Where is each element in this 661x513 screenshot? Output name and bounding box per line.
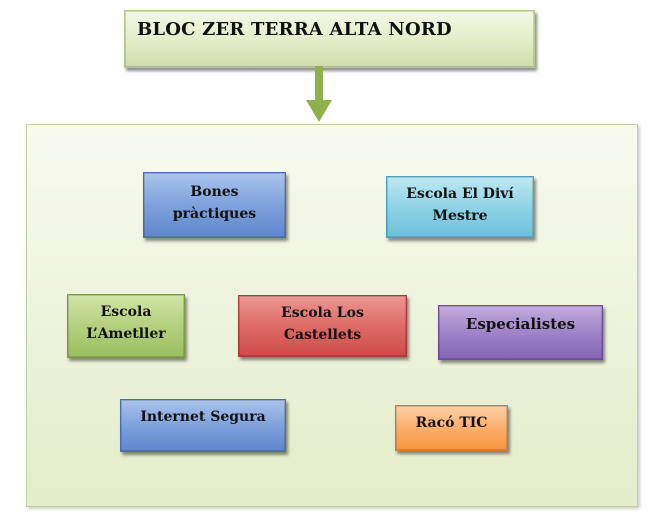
raco-tic-label: Racó TIC	[415, 415, 488, 431]
escola-lametller-label: Escola L’Ametller	[86, 304, 166, 342]
escola-lametller-box[interactable]: Escola L’Ametller	[67, 294, 185, 358]
title-box: BLOC ZER TERRA ALTA NORD	[124, 10, 535, 68]
internet-segura-label: Internet Segura	[140, 409, 266, 425]
down-arrow-icon	[306, 66, 332, 122]
escola-el-divi-mestre-label: Escola El Diví Mestre	[406, 186, 514, 224]
bones-practiques-box[interactable]: Bones pràctiques	[143, 172, 286, 238]
escola-el-divi-mestre-box[interactable]: Escola El Diví Mestre	[386, 176, 534, 238]
title-text: BLOC ZER TERRA ALTA NORD	[137, 19, 452, 40]
escola-los-castellets-label: Escola Los Castellets	[281, 305, 364, 343]
especialistes-label: Especialistes	[465, 315, 576, 333]
bones-practiques-label: Bones pràctiques	[172, 184, 257, 222]
especialistes-box[interactable]: Especialistes	[438, 305, 603, 360]
internet-segura-box[interactable]: Internet Segura	[120, 399, 286, 452]
raco-tic-box[interactable]: Racó TIC	[395, 405, 508, 451]
escola-los-castellets-box[interactable]: Escola Los Castellets	[238, 295, 407, 357]
